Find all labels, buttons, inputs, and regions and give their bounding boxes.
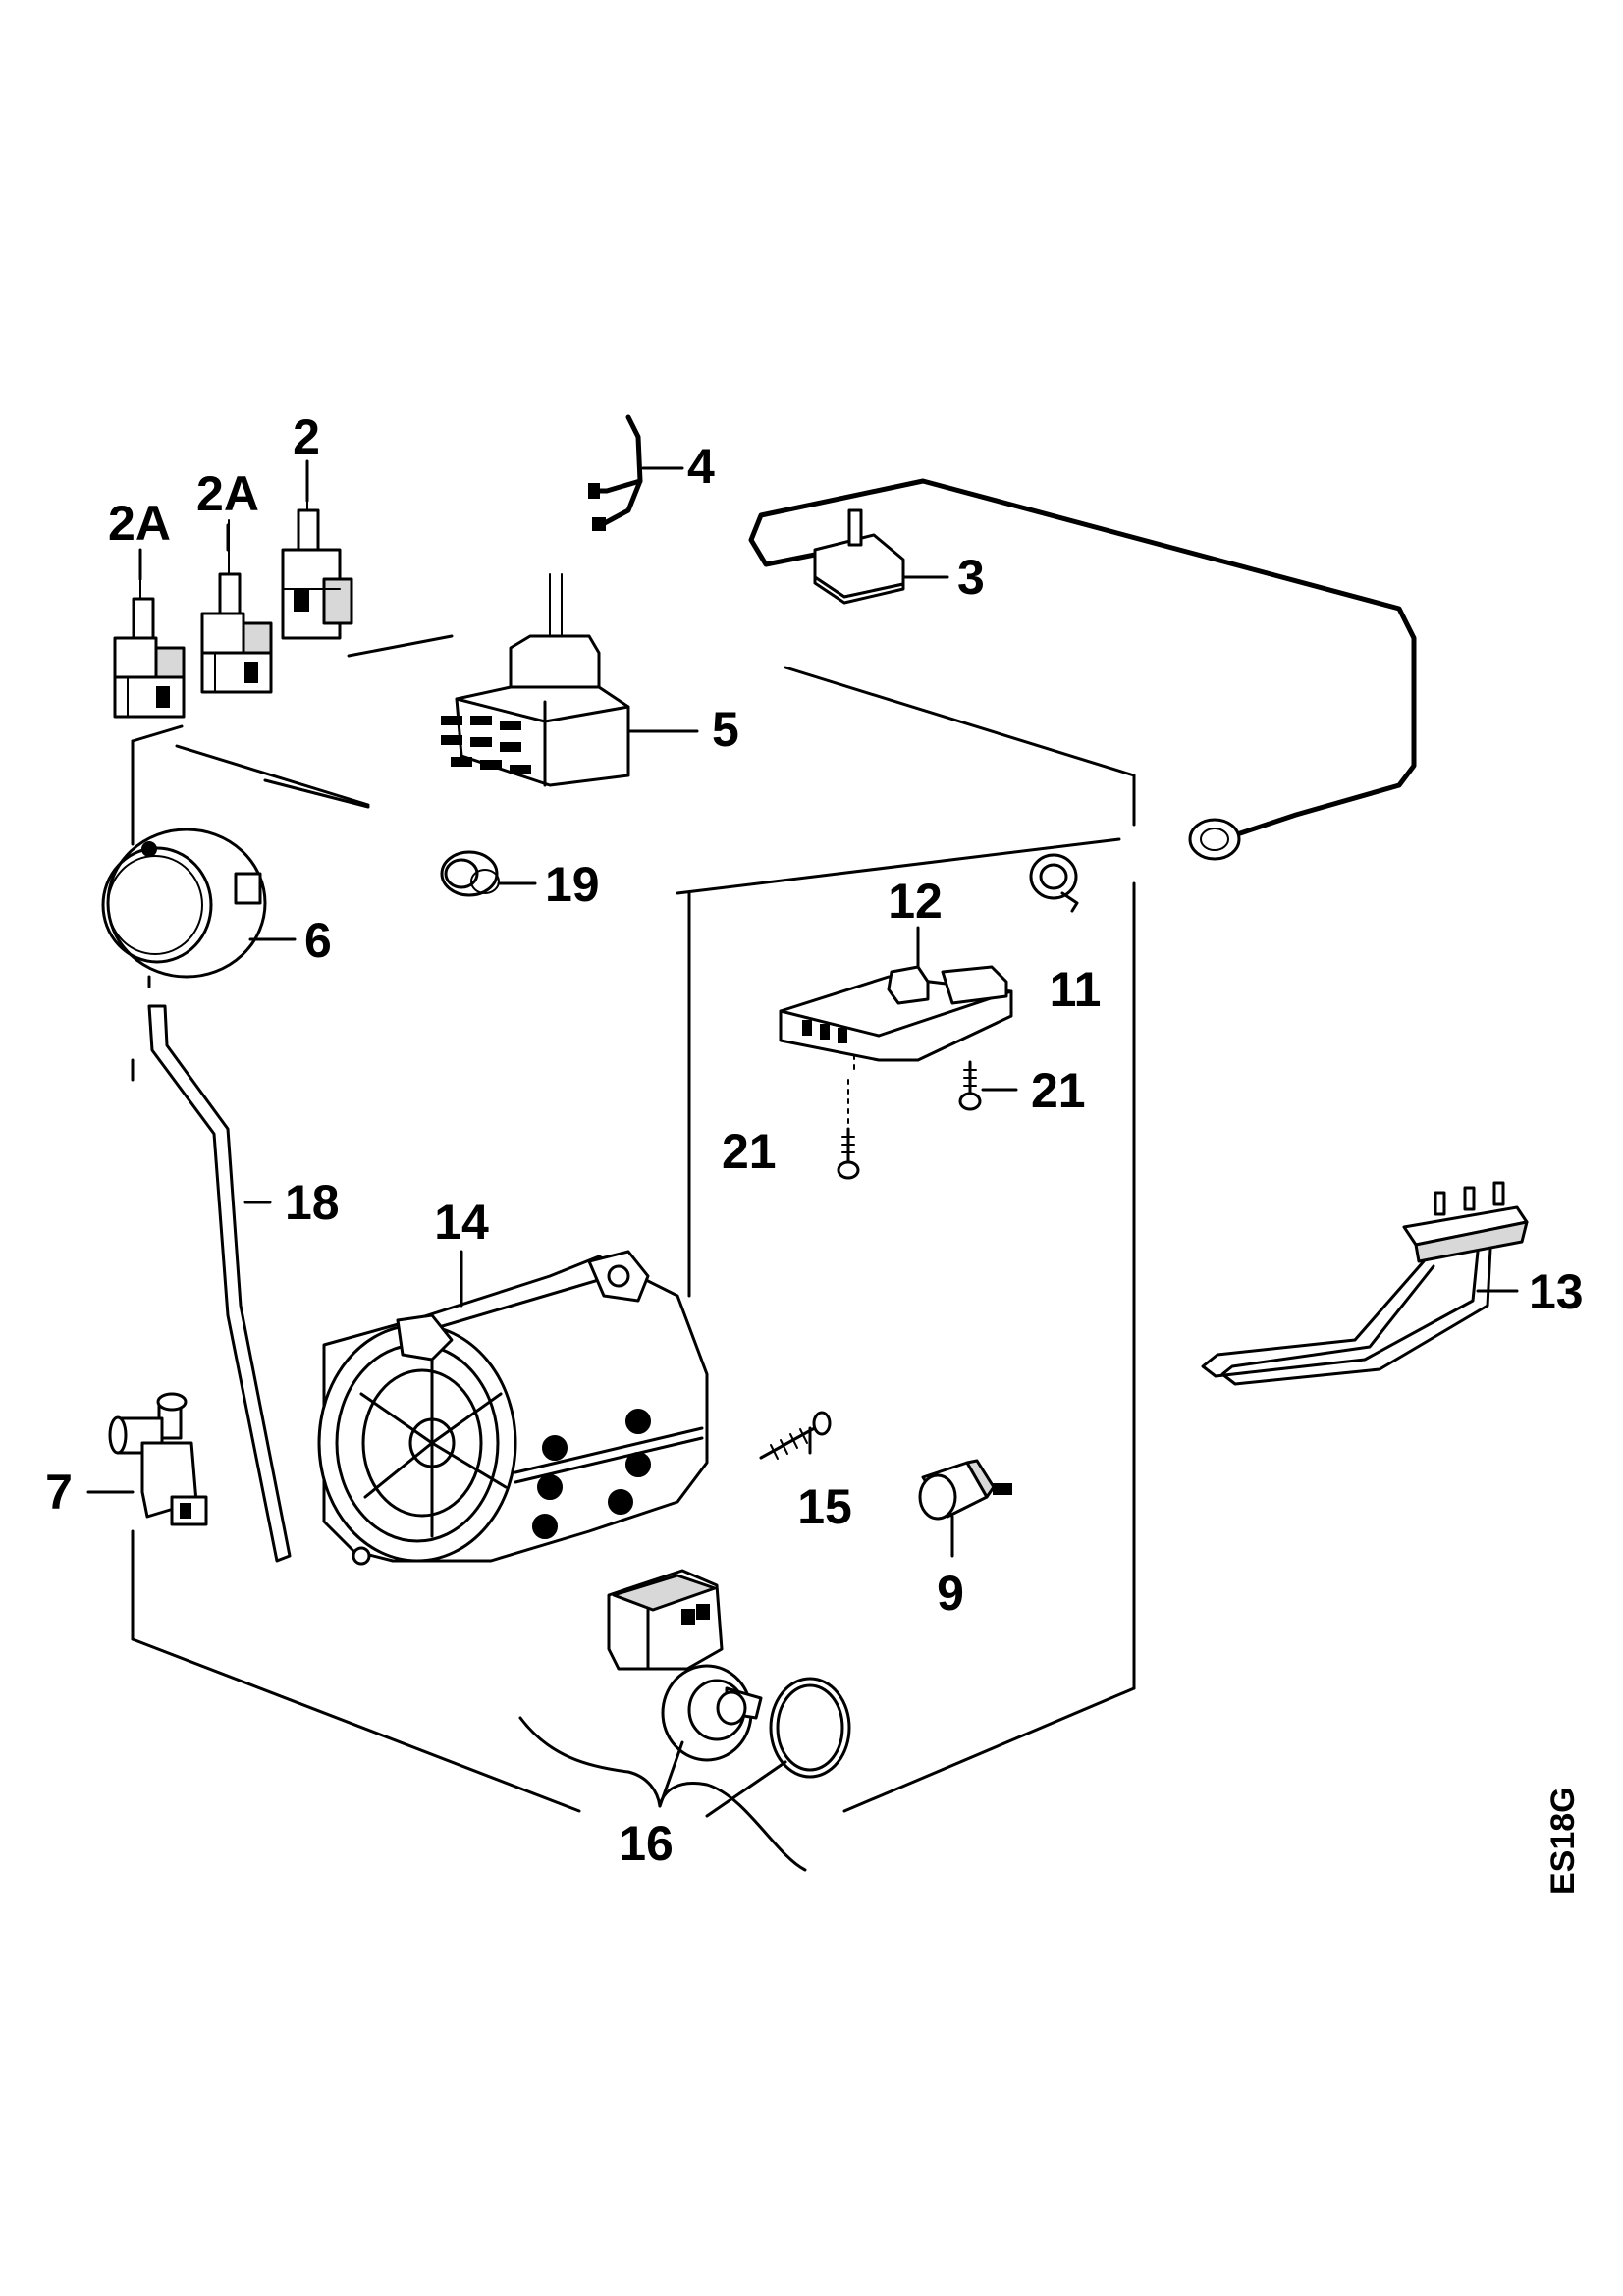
cabinet-outline: [131, 634, 1136, 1813]
part-14-motor: [317, 1250, 709, 1566]
part-19-grommet: [440, 850, 500, 897]
callout-16: 16: [619, 1816, 674, 1871]
programmer-contacts: [441, 716, 531, 774]
callout-6: 6: [304, 913, 332, 968]
part-7-valve: [108, 1392, 208, 1526]
callout-15: 15: [797, 1479, 852, 1534]
part-12-door-lock: [779, 965, 1013, 1076]
callout-labels: 2 2A 2A 4 3 5 6 19 12 11 21 21 18 14 13 …: [45, 409, 1584, 1871]
part-16-pump: [607, 1569, 851, 1779]
callout-4: 4: [687, 439, 715, 494]
part-5-programmer: [441, 573, 630, 787]
callout-7: 7: [45, 1465, 73, 1520]
part-9-capacitor: [918, 1459, 1012, 1521]
callout-14: 14: [434, 1195, 489, 1250]
callout-21-right: 21: [1031, 1063, 1086, 1118]
part-3-thermostat: [748, 478, 1417, 861]
callout-2: 2: [293, 409, 320, 464]
callout-13: 13: [1529, 1264, 1584, 1319]
part-6-ring: [101, 828, 267, 988]
leader-lines: [86, 459, 1519, 1558]
screw-21-right: [958, 1060, 982, 1111]
part-15-screw: [759, 1411, 832, 1460]
callout-3: 3: [957, 550, 985, 605]
callout-11: 11: [1050, 962, 1102, 1017]
drawing-code: ES18G: [1544, 1787, 1582, 1895]
callout-19: 19: [545, 857, 600, 912]
part-18-hose: [147, 1004, 292, 1563]
switch-2a-left: [113, 549, 186, 719]
callout-2a-left: 2A: [108, 496, 171, 551]
part-11-grommet: [1029, 853, 1079, 913]
screw-21-left: [837, 1079, 860, 1180]
callout-12: 12: [888, 874, 943, 929]
callout-18: 18: [285, 1175, 340, 1230]
callout-5: 5: [712, 702, 739, 757]
switch-2a-right: [200, 519, 273, 694]
callout-9: 9: [937, 1566, 964, 1621]
callout-21-left: 21: [722, 1124, 777, 1179]
callout-2a-right: 2A: [196, 466, 259, 521]
brace-16: [518, 1716, 807, 1872]
part-13-heating-element: [1201, 1181, 1529, 1386]
part-4-wire: [588, 414, 643, 531]
switch-2: [281, 460, 353, 640]
